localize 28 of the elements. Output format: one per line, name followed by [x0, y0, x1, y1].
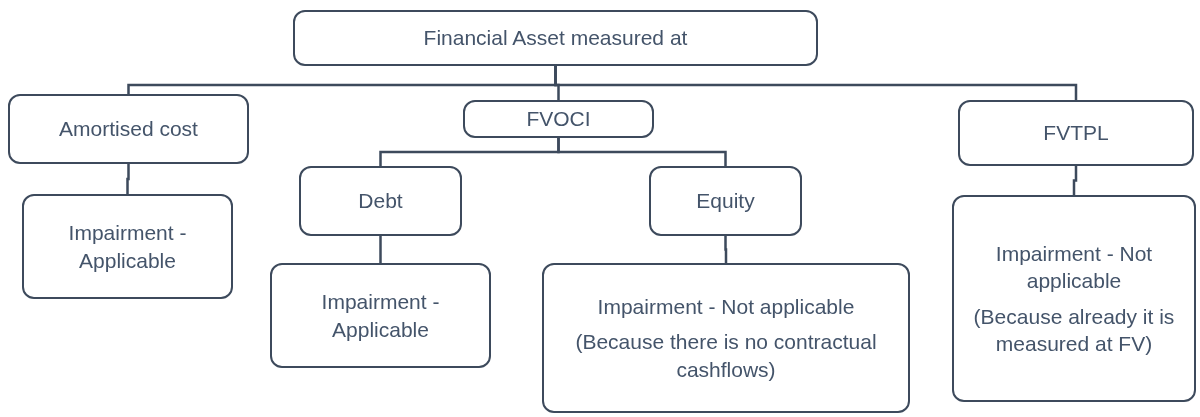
box-text: Debt	[358, 188, 403, 215]
process-box	[299, 166, 462, 236]
process-box	[22, 194, 233, 299]
box-text: Impairment - Applicable	[320, 289, 441, 343]
box-text: FVTPL	[1043, 120, 1109, 147]
connector-line	[1072, 166, 1078, 195]
process-box	[270, 263, 491, 368]
process-box	[8, 94, 249, 164]
box-text: Impairment - Not applicable	[994, 240, 1154, 295]
process-box	[952, 195, 1196, 402]
process-box	[542, 263, 910, 413]
process-box	[293, 10, 818, 66]
box-text: (Because already it is measured at FV)	[972, 303, 1176, 357]
connector-line	[724, 236, 728, 263]
connector-line	[554, 66, 1078, 100]
box-text: Equity	[696, 188, 755, 215]
connector-line	[557, 138, 727, 166]
box-text: (Because there is no contractual cashflows)	[574, 329, 878, 383]
process-box	[958, 100, 1194, 166]
connector-line	[379, 236, 382, 263]
box-text: FVOCI	[526, 106, 591, 133]
box-text: Impairment - Applicable	[67, 220, 188, 274]
connector-line	[126, 164, 130, 194]
process-box	[649, 166, 802, 236]
box-text: Impairment - Not applicable	[597, 294, 855, 321]
box-text: Financial Asset measured at	[423, 25, 688, 52]
box-text: Amortised cost	[59, 116, 198, 143]
process-box	[463, 100, 654, 138]
